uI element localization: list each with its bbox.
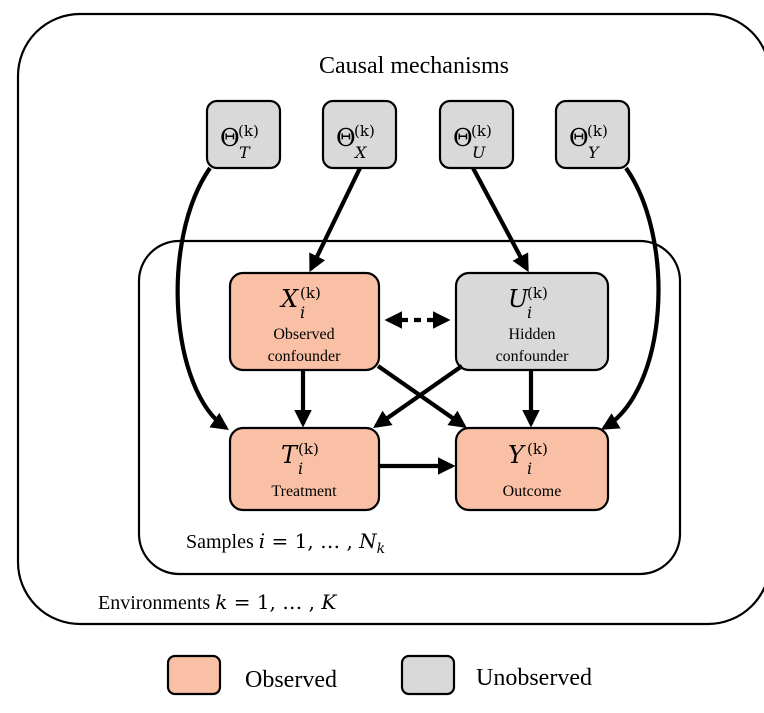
node-U-label-1: Hidden: [508, 326, 555, 343]
mechanism-theta-U: Θ (k) U: [438, 99, 515, 170]
samples-label: Samples i = 1, … , Nk: [186, 529, 385, 557]
samples-panel: [137, 239, 682, 576]
theta-X-symbol: Θ: [336, 124, 356, 152]
mechanism-theta-X: Θ (k) X: [321, 99, 398, 170]
edge-thetaT-to-T: [175, 166, 229, 430]
mechanism-theta-Y: Θ (k) Y: [554, 99, 631, 170]
node-T-sup: (k): [298, 440, 319, 458]
theta-T-symbol: Θ: [220, 124, 240, 152]
environments-label: Environments k = 1, … , K: [98, 590, 337, 614]
environments-panel: [16, 12, 764, 626]
node-X-symbol: X: [279, 285, 299, 313]
node-Y-sub: i: [527, 459, 532, 478]
edge-thetaU-to-U: [471, 167, 529, 273]
node-X: X (k) i Observed confounder: [228, 271, 381, 372]
node-Y: Y (k) i Outcome: [454, 426, 610, 512]
mechanisms-title: Causal mechanisms: [319, 53, 509, 79]
node-U-sup: (k): [527, 284, 548, 302]
legend-observed-label: Observed: [245, 667, 337, 693]
theta-X-sup: (k): [354, 122, 375, 140]
node-U-symbol: U: [508, 285, 529, 313]
node-T-symbol: T: [281, 441, 299, 469]
legend-unobserved-label: Unobserved: [476, 665, 592, 691]
node-X-label-1: Observed: [273, 326, 334, 343]
node-U: U (k) i Hidden confounder: [454, 271, 610, 372]
theta-Y-sup: (k): [587, 122, 608, 140]
legend: Observed Unobserved: [166, 654, 592, 696]
node-U-label-2: confounder: [496, 348, 570, 365]
edge-thetaY-to-Y: [600, 166, 661, 430]
legend-unobserved-swatch: [400, 654, 456, 696]
theta-T-sub: T: [239, 143, 251, 162]
theta-U-symbol: Θ: [453, 124, 473, 152]
node-T: T (k) i Treatment: [228, 426, 381, 512]
mechanism-theta-T: Θ (k) T: [205, 99, 282, 170]
node-Y-sup: (k): [527, 440, 548, 458]
legend-observed-swatch: [166, 654, 222, 696]
theta-U-sup: (k): [471, 122, 492, 140]
node-Y-label: Outcome: [503, 483, 562, 500]
theta-Y-sub: Y: [588, 143, 600, 162]
node-X-sup: (k): [300, 284, 321, 302]
edge-thetaX-to-X: [309, 167, 362, 273]
node-T-sub: i: [298, 459, 303, 478]
theta-U-sub: U: [472, 143, 486, 162]
node-X-sub: i: [300, 303, 305, 322]
edge-U-to-T: [373, 364, 464, 429]
theta-T-sup: (k): [238, 122, 259, 140]
node-X-label-2: confounder: [268, 348, 342, 365]
node-U-sub: i: [527, 303, 532, 322]
theta-Y-symbol: Θ: [569, 124, 589, 152]
svg-text:Θ: Θ: [220, 124, 240, 152]
theta-X-sub: X: [353, 143, 367, 162]
node-Y-symbol: Y: [508, 441, 526, 469]
node-T-label: Treatment: [271, 483, 337, 500]
